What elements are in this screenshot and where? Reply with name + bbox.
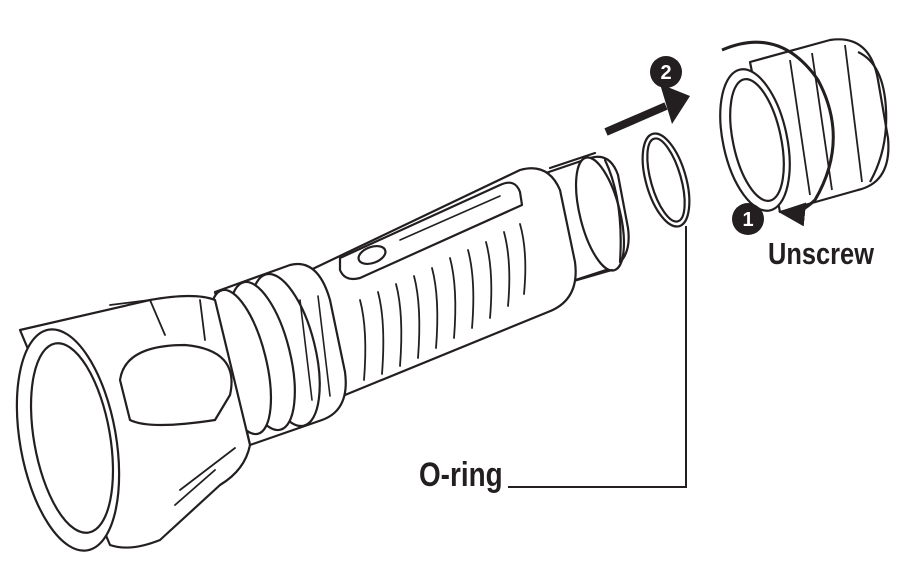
o-ring-label: O-ring bbox=[419, 456, 503, 495]
tail-cap bbox=[709, 39, 889, 217]
step-2-badge-icon: 2 bbox=[650, 56, 682, 88]
svg-text:2: 2 bbox=[660, 62, 671, 84]
flashlight-assembly bbox=[1, 153, 633, 559]
step-1-badge-icon: 1 bbox=[732, 203, 764, 235]
unscrew-label: Unscrew bbox=[768, 236, 874, 272]
pull-arrow-icon bbox=[606, 84, 690, 132]
svg-text:1: 1 bbox=[742, 209, 753, 231]
flashlight-head bbox=[1, 296, 250, 559]
o-ring bbox=[634, 128, 699, 231]
